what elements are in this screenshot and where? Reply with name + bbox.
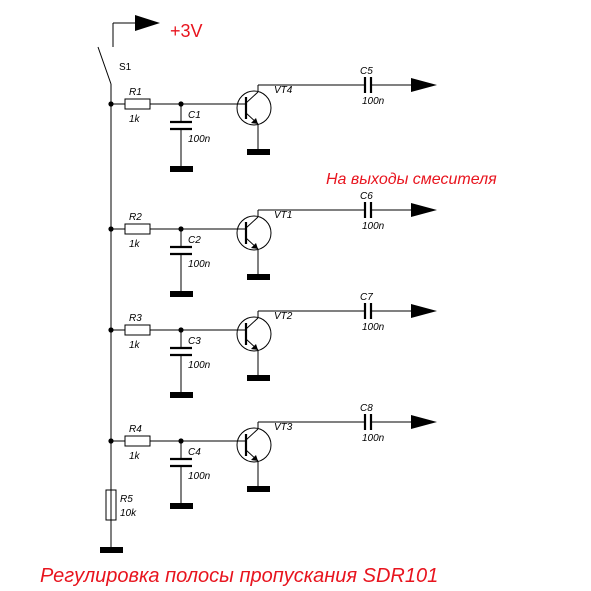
supply-arrow-icon <box>135 15 160 31</box>
ground-icon <box>170 392 193 398</box>
ground-icon <box>170 166 193 172</box>
switch-s1 <box>97 46 112 547</box>
resistor-label: R1 <box>129 87 142 98</box>
output-capacitor-value: 100n <box>362 221 385 232</box>
ground-icon <box>100 547 123 553</box>
supply-label: +3V <box>170 21 203 41</box>
output-capacitor-label: C6 <box>360 191 373 202</box>
emitter-arrow-icon <box>251 243 258 249</box>
ground-icon <box>247 274 270 280</box>
ground-icon <box>247 375 270 381</box>
output-arrow-icon <box>411 203 437 217</box>
output-arrow-icon <box>411 78 437 92</box>
transistor-icon <box>236 427 272 463</box>
stage-1: R1 1k C1 100n VT4 C5 100n <box>108 66 437 172</box>
ground-icon <box>170 291 193 297</box>
shunt-capacitor-value: 100n <box>188 134 211 145</box>
output-capacitor-value: 100n <box>362 322 385 333</box>
resistor <box>124 98 151 110</box>
shunt-capacitor-value: 100n <box>188 471 211 482</box>
resistor-value: 1k <box>129 340 141 351</box>
transistor-icon <box>236 90 272 126</box>
supply-terminal <box>112 15 160 47</box>
shunt-capacitor-label: C4 <box>188 447 201 458</box>
ground-icon <box>247 486 270 492</box>
emitter-arrow-icon <box>251 455 258 461</box>
output-arrow-icon <box>411 415 437 429</box>
output-capacitor-label: C7 <box>360 292 373 303</box>
stage-3: R3 1k C3 100n VT2 C7 100n <box>108 292 437 398</box>
shunt-capacitor-label: C3 <box>188 336 201 347</box>
emitter-arrow-icon <box>251 344 258 350</box>
emitter-arrow-icon <box>251 118 258 124</box>
resistor-value: 1k <box>129 114 141 125</box>
shunt-capacitor-label: C2 <box>188 235 201 246</box>
transistor-label: VT1 <box>274 210 292 221</box>
resistor-value: 1k <box>129 239 141 250</box>
bottom-resistor-label: R5 <box>120 494 133 505</box>
resistor-label: R3 <box>129 313 142 324</box>
shunt-capacitor-label: C1 <box>188 110 201 121</box>
output-capacitor-label: C5 <box>360 66 373 77</box>
output-note: На выходы смесителя <box>326 171 497 188</box>
resistor-value: 1k <box>129 451 141 462</box>
output-capacitor-label: C8 <box>360 403 373 414</box>
transistor-label: VT2 <box>274 311 293 322</box>
ground-icon <box>170 503 193 509</box>
shunt-capacitor-value: 100n <box>188 259 211 270</box>
output-arrow-icon <box>411 304 437 318</box>
resistor-label: R2 <box>129 212 142 223</box>
transistor-label: VT4 <box>274 85 293 96</box>
bottom-resistor-value: 10k <box>120 508 137 519</box>
switch-label: S1 <box>119 62 132 73</box>
caption: Регулировка полосы пропускания SDR101 <box>40 565 438 587</box>
transistor-icon <box>236 215 272 251</box>
bottom-resistor <box>105 489 117 521</box>
ground-icon <box>247 149 270 155</box>
resistor <box>124 223 151 235</box>
transistor-icon <box>236 316 272 352</box>
stage-2: R2 1k C2 100n VT1 C6 100n <box>108 191 437 297</box>
output-capacitor-value: 100n <box>362 433 385 444</box>
transistor-label: VT3 <box>274 422 293 433</box>
shunt-capacitor-value: 100n <box>188 360 211 371</box>
resistor <box>124 435 151 447</box>
resistor-label: R4 <box>129 424 142 435</box>
output-capacitor-value: 100n <box>362 96 385 107</box>
resistor <box>124 324 151 336</box>
stage-4: R4 1k C4 100n VT3 C8 100n <box>108 403 437 509</box>
